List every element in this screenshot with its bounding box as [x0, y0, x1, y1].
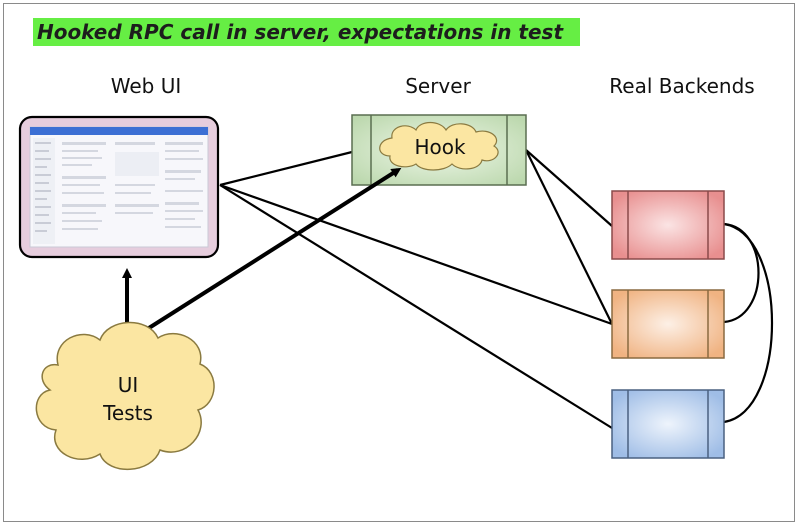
loop-red-orange	[723, 222, 760, 324]
diagram-title: Hooked RPC call in server, expectations …	[37, 20, 564, 44]
line-server-orange-backend	[525, 149, 613, 325]
line-webui-server	[219, 150, 353, 187]
real-backends-label: Real Backends	[609, 74, 754, 98]
web-ui-label: Web UI	[111, 74, 182, 98]
loop-red-blue	[723, 222, 774, 424]
connection-lines	[219, 149, 774, 429]
arrow-tests-to-hook	[128, 167, 402, 342]
line-webui-blue-backend	[219, 184, 613, 429]
ui-tests-label-line1: UI	[118, 373, 139, 397]
line-webui-orange-backend	[219, 183, 613, 326]
title-highlight	[33, 18, 580, 46]
hook-cloud: Hook	[379, 121, 499, 171]
backend-red	[611, 190, 725, 260]
hook-label: Hook	[414, 135, 466, 159]
web-ui-box	[18, 115, 220, 259]
backend-orange	[611, 289, 725, 359]
server-label: Server	[405, 74, 471, 98]
backend-blue	[611, 389, 725, 459]
app-screenshot-thumbnail	[29, 126, 209, 248]
line-server-red-backend	[525, 149, 613, 227]
ui-tests-cloud: UI Tests	[35, 321, 215, 470]
ui-tests-label-line2: Tests	[102, 401, 153, 425]
